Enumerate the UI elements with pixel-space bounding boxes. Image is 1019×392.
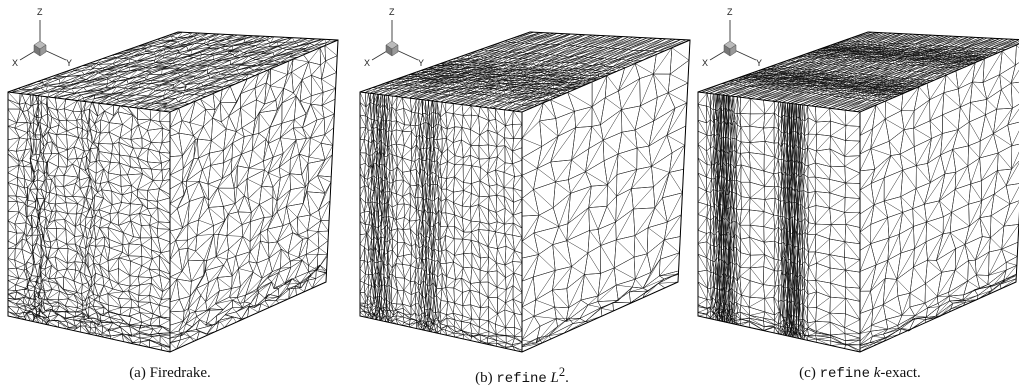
caption-b-italic: L bbox=[546, 370, 559, 386]
panel-c: Z X Y (c) refine k-exact. bbox=[690, 0, 1019, 392]
caption-a-prefix: (a) Firedrake. bbox=[129, 365, 211, 381]
axis-label-y: Y bbox=[756, 58, 762, 68]
axes-triad: Z X Y bbox=[12, 7, 72, 68]
axes-triad: Z X Y bbox=[364, 7, 424, 68]
cube-front-face bbox=[359, 91, 523, 353]
caption-b-code: refine bbox=[496, 371, 547, 387]
caption-b-suffix: . bbox=[565, 370, 569, 386]
axis-label-x: X bbox=[12, 58, 18, 68]
cube-right-face bbox=[169, 39, 339, 353]
cube-top-face bbox=[7, 31, 339, 113]
axis-label-x: X bbox=[364, 58, 370, 68]
axis-label-z: Z bbox=[389, 7, 395, 17]
mesh-cube-a: Z X Y bbox=[7, 7, 339, 353]
axis-cube-icon bbox=[385, 40, 399, 57]
caption-c-italic: k bbox=[870, 365, 881, 381]
caption-c: (c) refine k-exact. bbox=[690, 365, 1019, 382]
cube-right-face bbox=[859, 43, 1019, 353]
cube-front-face bbox=[697, 91, 861, 353]
cube-right-face bbox=[521, 39, 691, 353]
cube-top-face bbox=[697, 31, 1019, 113]
axis-cube-icon bbox=[723, 40, 737, 57]
caption-c-suffix: -exact. bbox=[880, 365, 921, 381]
cube-outline bbox=[7, 31, 339, 353]
caption-b-sup: 2 bbox=[558, 365, 566, 379]
cube-front-face bbox=[7, 91, 171, 353]
cube-top-face bbox=[359, 31, 691, 113]
caption-c-prefix: (c) bbox=[799, 365, 820, 381]
cube-outline bbox=[697, 31, 1019, 353]
cube-outline bbox=[359, 31, 691, 353]
axis-label-x: X bbox=[702, 58, 708, 68]
axis-cube-icon bbox=[33, 40, 47, 57]
axes-triad: Z X Y bbox=[702, 7, 762, 68]
panel-b: Z X Y (b) refine L2. bbox=[352, 0, 692, 392]
axis-label-z: Z bbox=[37, 7, 43, 17]
caption-b-prefix: (b) bbox=[475, 370, 497, 386]
axis-label-y: Y bbox=[66, 58, 72, 68]
axis-label-y: Y bbox=[418, 58, 424, 68]
panel-a: Z X Y (a) Firedrake. bbox=[0, 0, 340, 392]
mesh-cube-c: Z X Y bbox=[697, 7, 1019, 353]
caption-a: (a) Firedrake. bbox=[0, 365, 340, 382]
caption-c-code: refine bbox=[819, 366, 870, 382]
caption-b: (b) refine L2. bbox=[352, 365, 692, 387]
mesh-cube-b: Z X Y bbox=[359, 7, 691, 353]
axis-label-z: Z bbox=[727, 7, 733, 17]
